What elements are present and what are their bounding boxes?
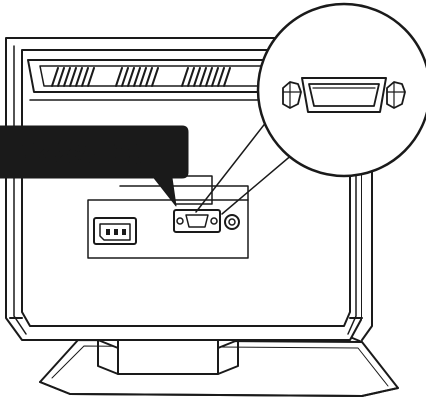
audio-jack-icon bbox=[224, 214, 240, 230]
ac-inlet-icon bbox=[93, 217, 137, 245]
zoom-leader-lines bbox=[195, 111, 301, 215]
d-sub-15-pin-connector-icon bbox=[282, 77, 406, 113]
callout-label: コネクタに接続 bbox=[4, 142, 150, 166]
vent-slots bbox=[51, 67, 231, 87]
d-sub-port-icon bbox=[173, 209, 221, 233]
callout-box bbox=[0, 125, 189, 207]
